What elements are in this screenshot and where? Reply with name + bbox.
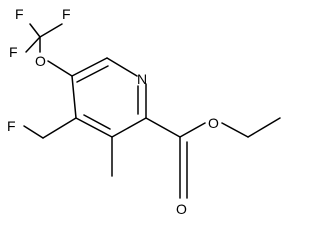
bond-ring-c3-c4 <box>75 117 113 138</box>
bond-f-middle <box>25 36 41 53</box>
molecule-diagram: F F F O N F O O <box>7 6 281 217</box>
atom-label-f-fluoromethyl: F <box>7 118 16 134</box>
bond-ring-c6-n <box>106 57 138 77</box>
bond-ring-c3-c4-inner <box>83 114 111 130</box>
bond-c4-ch2 <box>42 117 77 139</box>
bond-ring-c5-c6 <box>71 57 108 77</box>
bond-ch2-f <box>23 125 44 139</box>
bond-o-ring <box>47 60 73 77</box>
atom-label-o-ester: O <box>208 115 219 131</box>
structure-svg: F F F O N F O O <box>7 6 281 217</box>
bond-ring-c4-c5 <box>71 75 77 119</box>
bond-f-top-left <box>29 23 41 38</box>
atom-label-o-ether: O <box>35 53 46 69</box>
atom-label-f-middle: F <box>9 44 18 60</box>
atom-label-o-carbonyl: O <box>176 201 187 217</box>
atom-label-f-top-right: F <box>62 6 71 22</box>
bond-f-top-right <box>39 23 63 38</box>
bond-ethyl-ch3 <box>247 117 281 138</box>
atom-label-f-top-left: F <box>15 6 24 22</box>
bond-c2-carbonyl-c <box>145 117 181 138</box>
bond-carbonyl-c-o-ester <box>179 122 206 138</box>
bond-ring-c2-c3 <box>111 117 147 138</box>
atom-label-n-ring: N <box>137 71 147 87</box>
bond-o-ch2-ethyl <box>221 122 249 138</box>
bond-ring-c5-c6-inner <box>76 65 109 83</box>
